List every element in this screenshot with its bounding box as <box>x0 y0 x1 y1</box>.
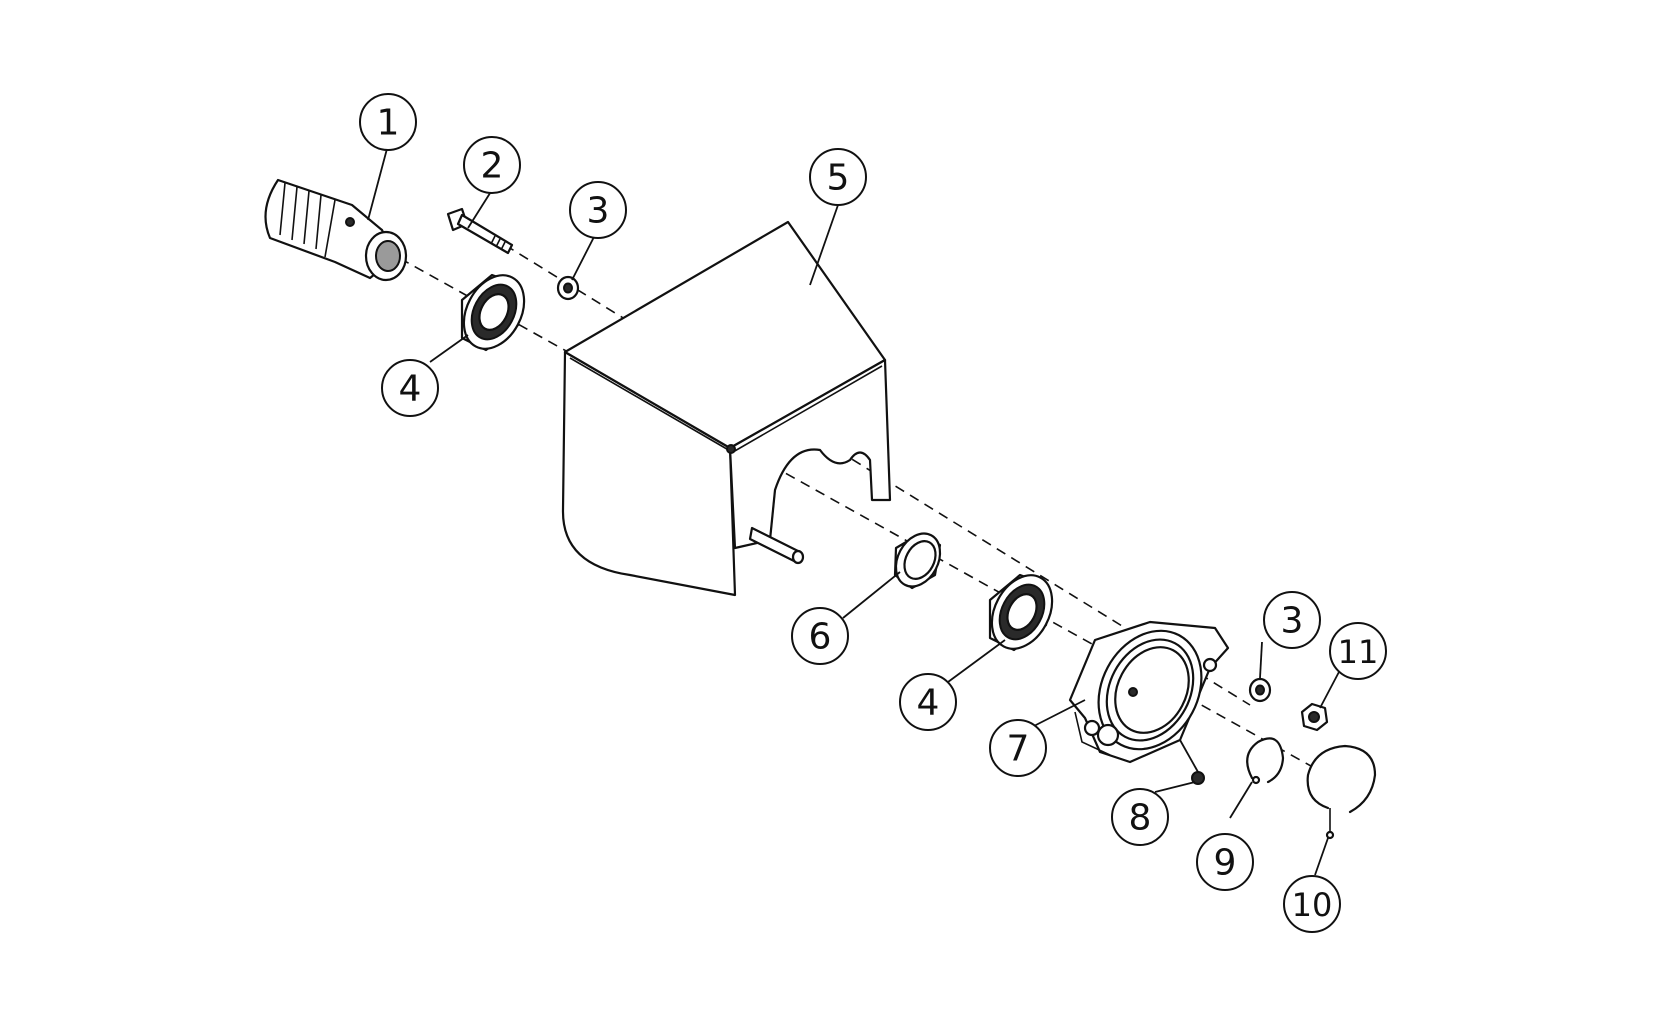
balloon-8-label: 8 <box>1129 798 1152 839</box>
balloon-11: 11 <box>1329 622 1387 680</box>
part-2-bolt <box>446 207 514 255</box>
balloon-4-lower: 4 <box>899 673 957 731</box>
center-axes <box>384 244 1346 786</box>
balloon-4-upper-label: 4 <box>399 369 422 410</box>
balloon-1-label: 1 <box>377 103 400 144</box>
part-4-bearing-upper <box>460 273 526 352</box>
balloon-4-upper: 4 <box>381 359 439 417</box>
balloon-9: 9 <box>1196 833 1254 891</box>
balloon-6: 6 <box>791 607 849 665</box>
balloon-3-upper: 3 <box>569 181 627 239</box>
balloon-6-label: 6 <box>809 617 832 658</box>
balloon-5: 5 <box>809 148 867 206</box>
balloon-3-lower: 3 <box>1263 591 1321 649</box>
balloon-2: 2 <box>463 136 521 194</box>
part-9-retaining-ring <box>1246 737 1285 785</box>
balloon-11-label: 11 <box>1338 633 1379 671</box>
balloon-9-label: 9 <box>1214 843 1237 884</box>
main-shaft-axis <box>384 249 1346 786</box>
part-3-washer-lower <box>1248 677 1272 703</box>
balloon-10-label: 10 <box>1292 886 1333 924</box>
balloon-3-lower-label: 3 <box>1281 601 1304 642</box>
balloon-8: 8 <box>1111 788 1169 846</box>
part-4-bearing-lower <box>988 573 1054 652</box>
part-1-splined-shaft <box>264 178 408 282</box>
part-3-washer-upper <box>556 275 580 301</box>
leader-lines <box>367 144 1341 876</box>
part-10-snap-ring <box>1306 744 1377 840</box>
balloon-3-upper-label: 3 <box>587 191 610 232</box>
part-11-nut <box>1300 702 1329 732</box>
balloon-5-label: 5 <box>827 158 850 199</box>
balloon-4-lower-label: 4 <box>917 683 940 724</box>
part-5-shield-cover <box>561 220 892 597</box>
part-7-flange-housing <box>1068 620 1230 764</box>
balloon-7-label: 7 <box>1007 729 1030 770</box>
balloon-2-label: 2 <box>481 146 504 187</box>
part-6-bushing <box>893 532 942 590</box>
balloon-1: 1 <box>359 93 417 151</box>
balloon-10: 10 <box>1283 875 1341 933</box>
balloon-7: 7 <box>989 719 1047 777</box>
